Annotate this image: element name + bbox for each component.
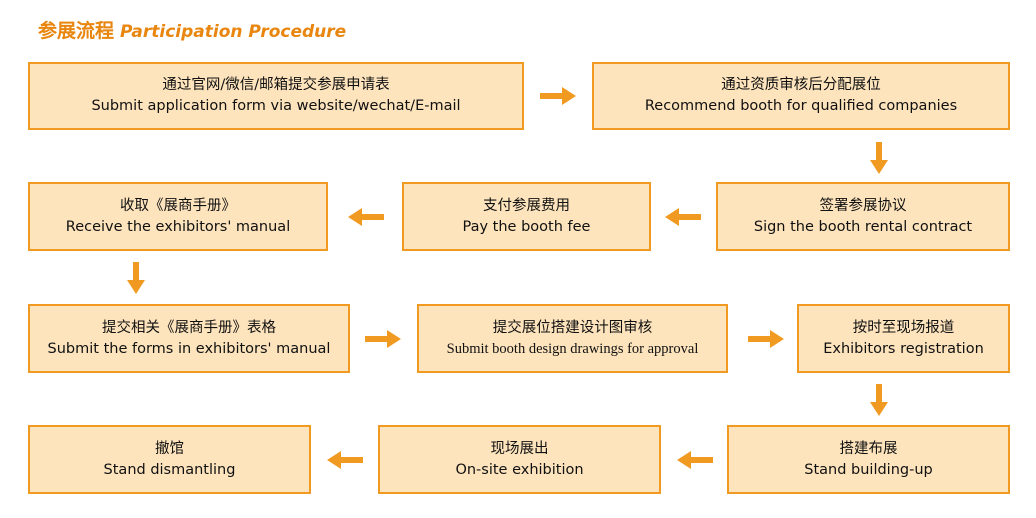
arrow-down-icon — [126, 262, 146, 294]
step-building-up: 搭建布展 Stand building-up — [727, 425, 1010, 494]
step-label-zh: 支付参展费用 — [483, 197, 570, 214]
step-submit-forms: 提交相关《展商手册》表格 Submit the forms in exhibit… — [28, 304, 350, 373]
arrow-right-icon — [540, 86, 576, 106]
arrow-left-icon — [677, 450, 713, 470]
step-label-zh: 通过资质审核后分配展位 — [721, 77, 881, 93]
title-zh: 参展流程 — [38, 20, 115, 42]
step-label-zh: 通过官网/微信/邮箱提交参展申请表 — [162, 77, 390, 93]
step-label-en: Submit application form via website/wech… — [91, 98, 461, 114]
step-label-en: Sign the booth rental contract — [753, 218, 973, 235]
step-label-zh: 提交相关《展商手册》表格 — [102, 319, 276, 336]
step-sign-contract: 签署参展协议 Sign the booth rental contract — [716, 182, 1010, 251]
step-pay-fee: 支付参展费用 Pay the booth fee — [402, 182, 651, 251]
step-label-zh: 撤馆 — [155, 440, 184, 457]
step-label-zh: 按时至现场报道 — [852, 319, 955, 336]
step-registration: 按时至现场报道 Exhibitors registration — [797, 304, 1010, 373]
arrow-left-icon — [348, 207, 384, 227]
step-label-zh: 现场展出 — [490, 440, 549, 457]
step-label-en: Submit booth design drawings for approva… — [446, 340, 699, 357]
step-label-en: Recommend booth for qualified companies — [644, 98, 958, 114]
arrow-left-icon — [665, 207, 701, 227]
title-en: Participation Procedure — [120, 22, 347, 42]
step-label-zh: 搭建布展 — [839, 440, 898, 457]
step-submit-application: 通过官网/微信/邮箱提交参展申请表 Submit application for… — [28, 62, 524, 130]
step-label-zh: 签署参展协议 — [819, 197, 907, 214]
step-label-en: Stand building-up — [804, 461, 933, 478]
step-design-approval: 提交展位搭建设计图审核 Submit booth design drawings… — [417, 304, 728, 373]
step-label-en: Stand dismantling — [103, 461, 236, 478]
step-booth-allocation: 通过资质审核后分配展位 Recommend booth for qualifie… — [592, 62, 1010, 130]
step-label-en: Submit the forms in exhibitors' manual — [47, 340, 331, 357]
step-dismantling: 撤馆 Stand dismantling — [28, 425, 311, 494]
step-on-site-exhibition: 现场展出 On-site exhibition — [378, 425, 661, 494]
step-receive-manual: 收取《展商手册》 Receive the exhibitors' manual — [28, 182, 328, 251]
arrow-right-icon — [365, 329, 401, 349]
step-label-zh: 提交展位搭建设计图审核 — [492, 319, 653, 336]
step-label-en: Pay the booth fee — [462, 218, 591, 235]
arrow-right-icon — [748, 329, 784, 349]
step-label-en: Receive the exhibitors' manual — [65, 218, 291, 235]
step-label-en: Exhibitors registration — [823, 340, 984, 357]
step-label-zh: 收取《展商手册》 — [120, 197, 236, 214]
step-label-en: On-site exhibition — [455, 461, 584, 478]
arrow-down-icon — [869, 384, 889, 416]
arrow-left-icon — [327, 450, 363, 470]
arrow-down-icon — [869, 142, 889, 174]
